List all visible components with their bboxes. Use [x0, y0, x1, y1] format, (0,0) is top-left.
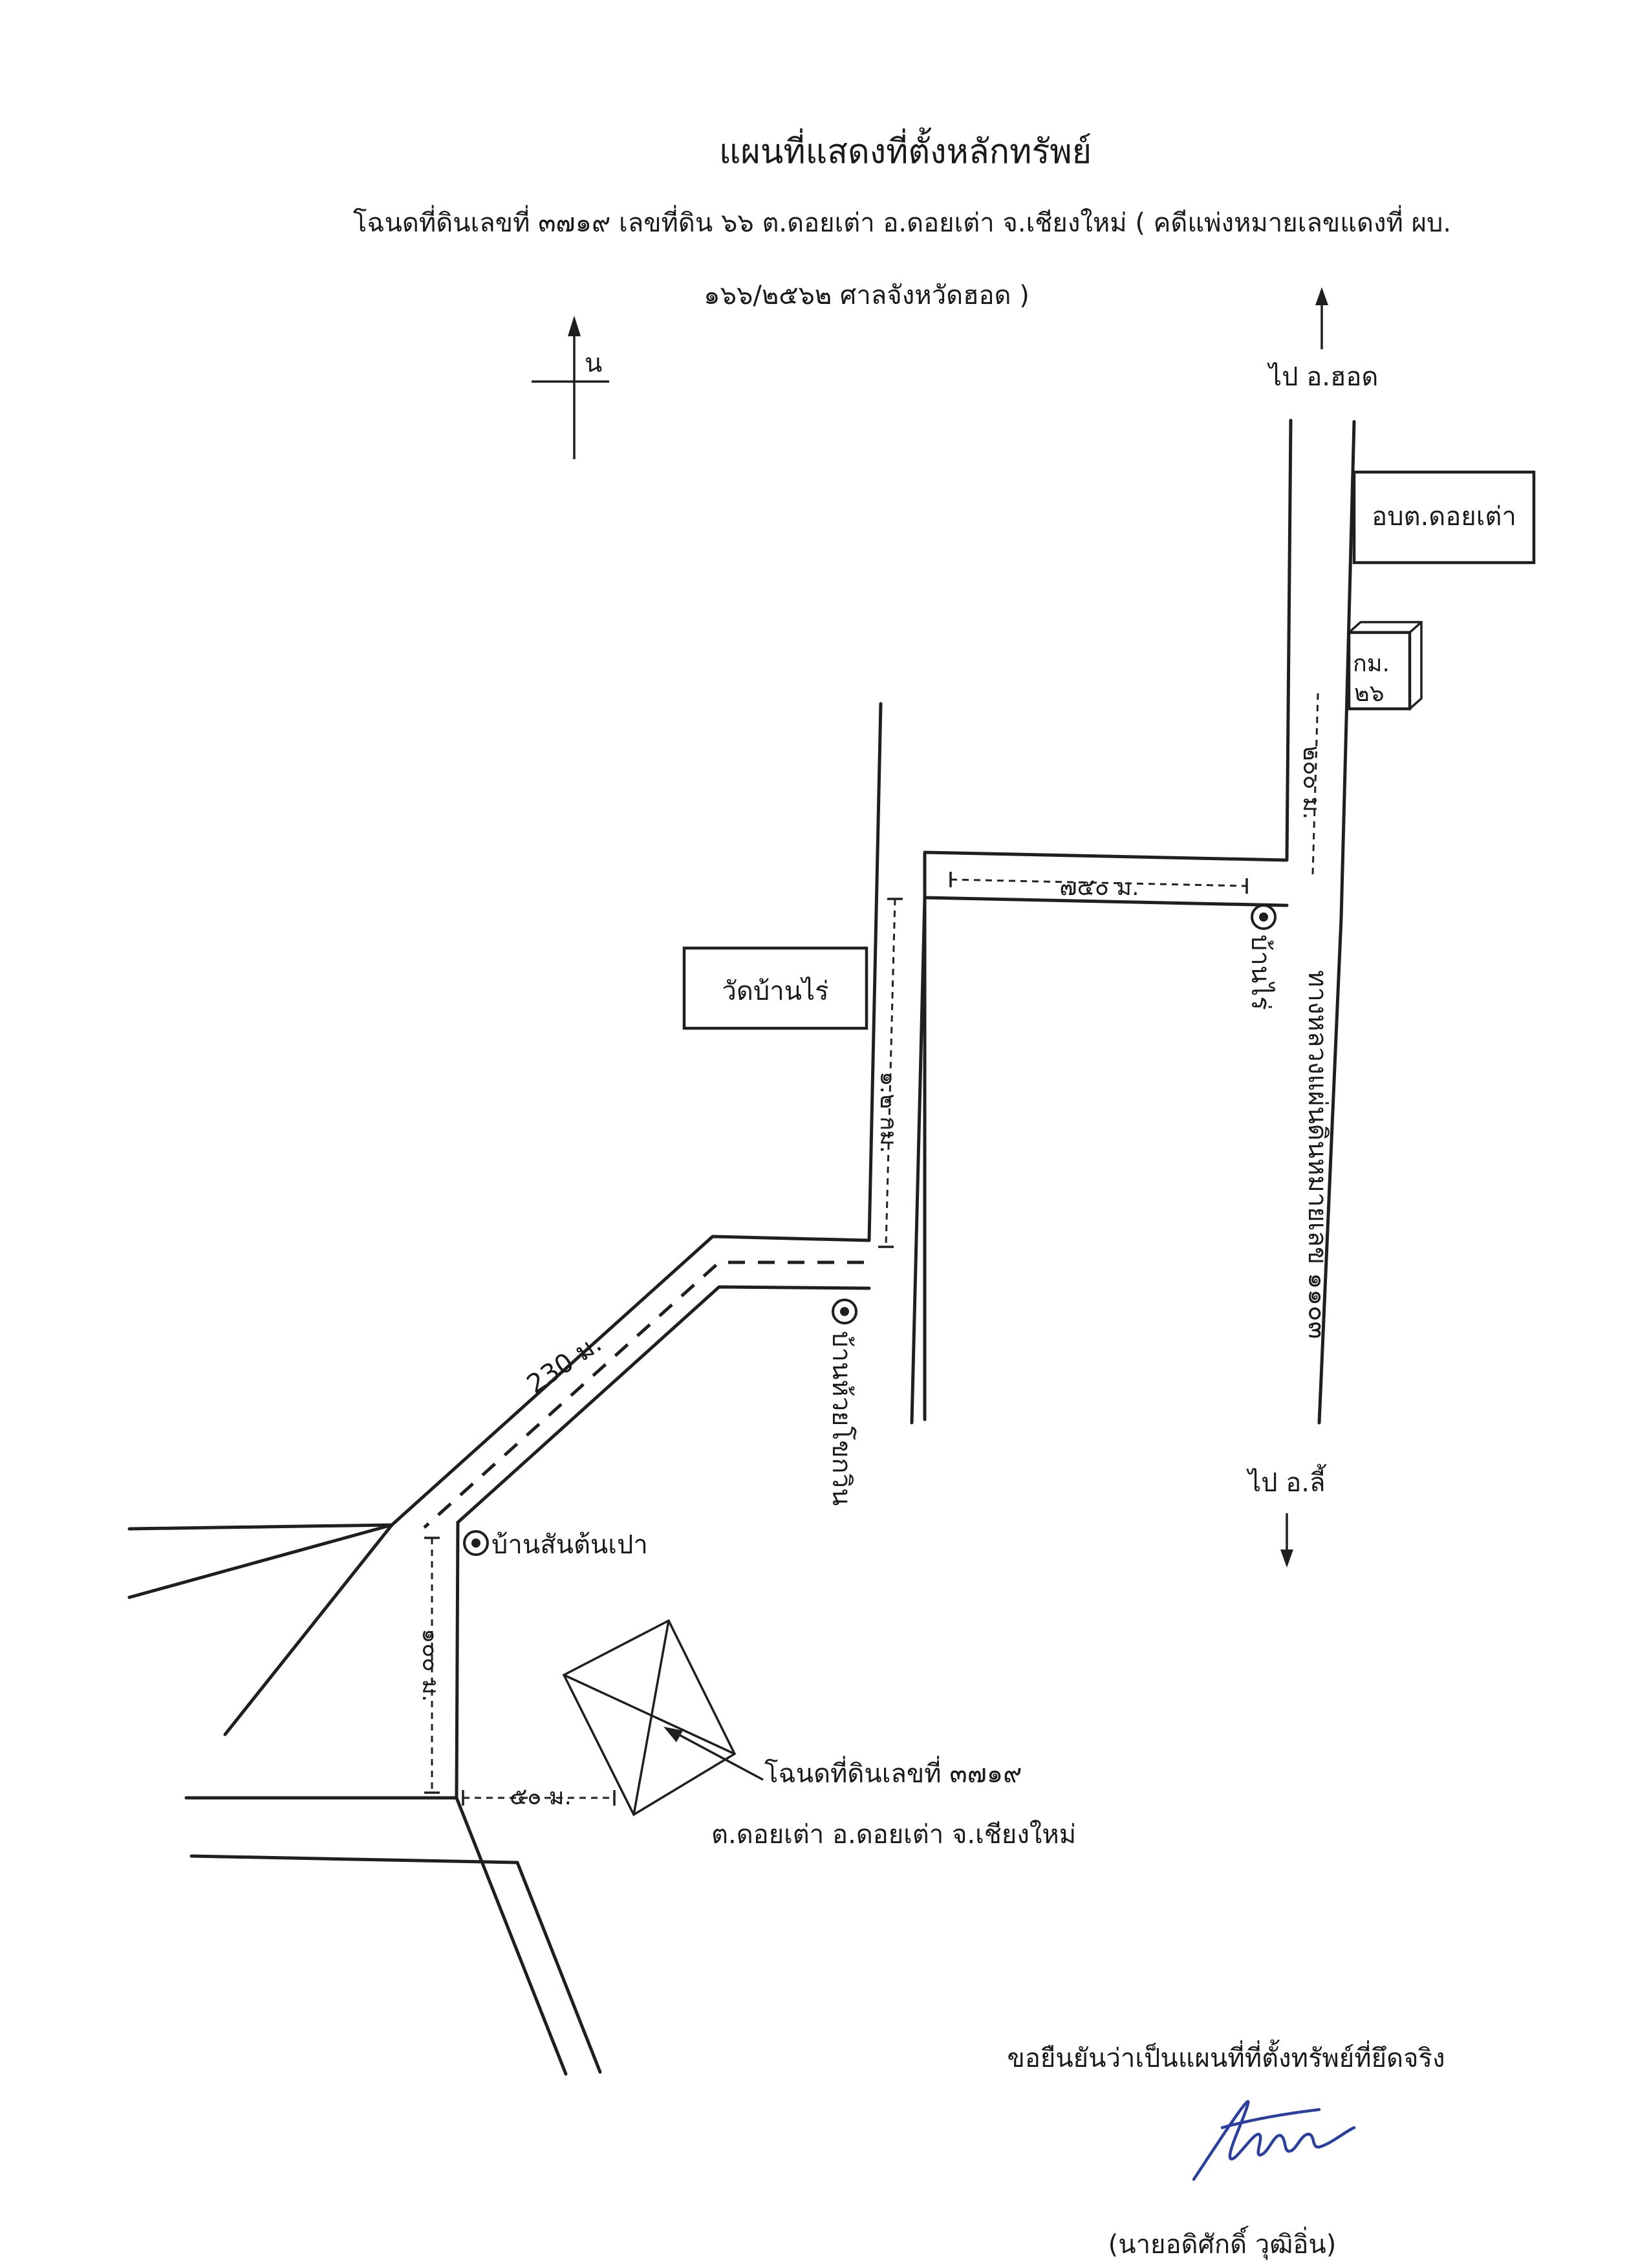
highway-1103	[923, 418, 1356, 1425]
label-highway: ทางหลวงแผ่นดินหมายเลข ๑๑๐๓	[1302, 970, 1332, 1339]
label-village-huai-khok: บ้านห้วยโขกวิน	[826, 1331, 856, 1506]
distance-750m: ๗๕๐ ม.	[1060, 874, 1139, 901]
access-path	[423, 1260, 864, 1529]
signature-underline	[1220, 2108, 1321, 2130]
north-label: น	[585, 349, 602, 378]
distance-200m: ๒๐๐ ม.	[1298, 746, 1324, 819]
pointer-arrow-icon	[663, 1727, 764, 1781]
certification-statement: ขอยืนยันว่าเป็นแผนที่ที่ตั้งทรัพย์ที่ยึด…	[1008, 2039, 1445, 2073]
obt-building	[1352, 470, 1536, 565]
parcel-label-line2: ต.ดอยเต่า อ.ดอยเต่า จ.เชียงใหม่	[711, 1819, 1076, 1850]
distance-230m: 230 ม.	[522, 1328, 607, 1399]
map-title: แผนที่แสดงที่ตั้งหลักทรัพย์	[719, 127, 1092, 171]
km-marker-post	[1347, 621, 1423, 711]
signer-name: (นายอดิศักดิ์ วุฒิอิ่น)	[1108, 2225, 1337, 2260]
parcel-label-line1: โฉนดที่ดินเลขที่ ๓๗๑๙	[764, 1756, 1022, 1789]
distance-50m: ๕๐ ม.	[510, 1784, 572, 1810]
village-road	[127, 702, 927, 2076]
label-to-li: ไป อ.ลี้	[1246, 1463, 1327, 1498]
village-pin-icon-3	[463, 1530, 489, 1556]
north-arrow-icon	[532, 316, 609, 459]
label-obt: อบต.ดอยเต่า	[1372, 502, 1516, 532]
distance-1-2km: ๑.๒ กม.	[875, 1072, 901, 1153]
label-temple: วัดบ้านไร่	[722, 977, 828, 1006]
label-village-santonpao: บ้านสันต้นเปา	[491, 1530, 648, 1560]
temple-building	[682, 946, 868, 1030]
km-marker-line2: ๒๖	[1354, 680, 1385, 707]
arrow-up-icon	[1315, 287, 1328, 349]
village-pin-icon-2	[832, 1299, 857, 1324]
km-marker-line1: กม.	[1353, 651, 1390, 677]
deed-subtitle-line2: ๑๖๖/๒๕๖๒ ศาลจังหวัดฮอด )	[704, 281, 1029, 310]
signature	[1192, 2100, 1356, 2181]
label-village-rai: บ้านไร่	[1245, 934, 1275, 1010]
arrow-down-icon	[1280, 1513, 1293, 1568]
deed-subtitle-line1: โฉนดที่ดินเลขที่ ๓๗๑๙ เลขที่ดิน ๖๖ ต.ดอย…	[353, 205, 1451, 238]
distance-100m: ๑๐๐ ม.	[417, 1628, 444, 1701]
property-parcel	[562, 1619, 737, 1817]
label-to-hot: ไป อ.ฮอด	[1267, 362, 1378, 392]
village-pin-icon	[1251, 904, 1277, 930]
